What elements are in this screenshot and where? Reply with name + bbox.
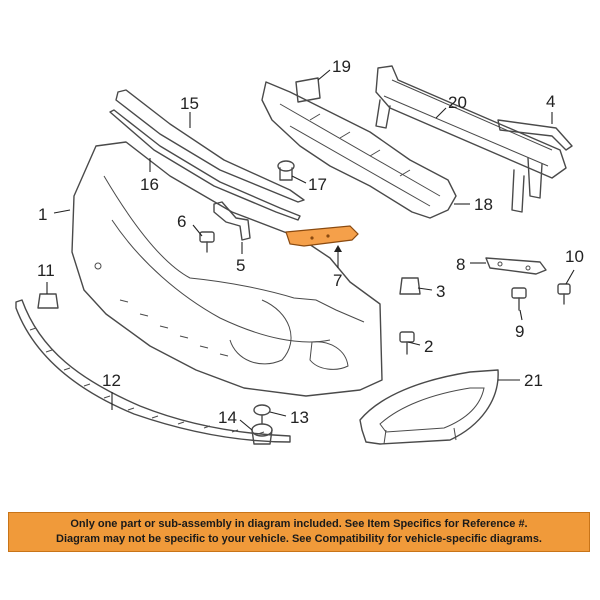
part-10-bolt (557, 283, 571, 305)
part-4-bracket (497, 119, 573, 151)
part-21-fog-bezel (359, 369, 499, 445)
callout-11: 11 (37, 261, 55, 280)
disclaimer-banner: Only one part or sub-assembly in diagram… (8, 512, 590, 552)
part-17-clip (277, 160, 295, 181)
part-3-nut (399, 277, 421, 295)
callout-12: 12 (102, 371, 121, 390)
callout-9: 9 (515, 322, 524, 341)
callout-13: 13 (290, 408, 309, 427)
callout-14: 14 (218, 408, 237, 427)
part-15-upper-strip (115, 89, 305, 203)
callout-3: 3 (436, 282, 445, 301)
part-19-plate (295, 77, 321, 103)
callout-19: 19 (332, 57, 351, 76)
part-9-bolt (511, 287, 527, 311)
callout-1: 1 (38, 205, 47, 224)
callout-labels: 1 2 3 4 5 6 7 8 9 10 11 12 13 14 15 16 1… (37, 57, 584, 427)
part-13-clip (253, 404, 271, 425)
part-8-bracket (485, 257, 547, 275)
callout-10: 10 (565, 247, 584, 266)
part-5-bracket (213, 201, 251, 241)
callout-4: 4 (546, 92, 555, 111)
part-18-absorber (261, 81, 457, 219)
callout-16: 16 (140, 175, 159, 194)
part-12-lower-lip (15, 299, 291, 443)
part-6-bolt (199, 231, 215, 253)
part-2-bolt (399, 331, 415, 355)
callout-21: 21 (524, 371, 543, 390)
callout-5: 5 (236, 256, 245, 275)
disclaimer-line-1: Only one part or sub-assembly in diagram… (70, 518, 528, 530)
callout-15: 15 (180, 94, 199, 113)
callout-2: 2 (424, 337, 433, 356)
disclaimer-line-2: Diagram may not be specific to your vehi… (56, 533, 542, 545)
part-1-bumper-cover (71, 141, 383, 397)
leader-lines (46, 69, 575, 431)
part-11-clip (37, 293, 59, 309)
callout-18: 18 (474, 195, 493, 214)
part-16-molding (109, 109, 301, 221)
callout-17: 17 (308, 175, 327, 194)
part-20-reinforcement-beam (375, 65, 567, 213)
callout-7: 7 (333, 271, 342, 290)
callout-6: 6 (177, 212, 186, 231)
callout-8: 8 (456, 255, 465, 274)
part-7-highlighted (285, 225, 359, 247)
callout-20: 20 (448, 93, 467, 112)
